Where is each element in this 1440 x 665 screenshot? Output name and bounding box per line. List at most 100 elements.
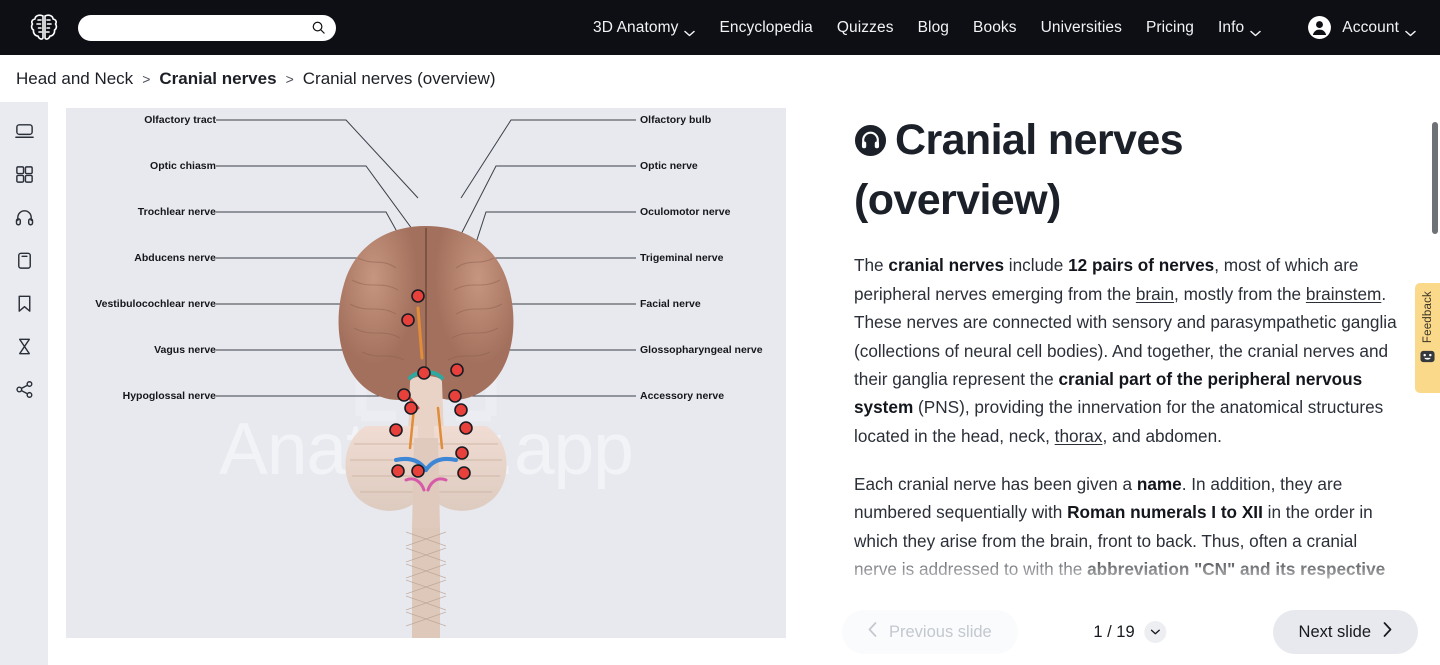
label-vestibulocochlear-nerve[interactable]: Vestibulocochlear nerve (95, 298, 216, 310)
nav-label: Pricing (1145, 18, 1195, 36)
chevron-down-icon (684, 24, 696, 37)
nav-item-books[interactable]: Books (973, 19, 1017, 37)
emphasis-text: 12 pairs of nerves (1068, 255, 1215, 276)
label-trigeminal-nerve[interactable]: Trigeminal nerve (640, 252, 724, 264)
watermark-text: Anatomy.app (219, 409, 634, 490)
account-label: Account (1342, 18, 1399, 36)
nav-label: Books (973, 18, 1017, 36)
nav-item-universities[interactable]: Universities (1041, 19, 1122, 37)
nav-item-3d-anatomy[interactable]: 3D Anatomy (593, 18, 696, 37)
label-vagus-nerve[interactable]: Vagus nerve (154, 344, 216, 356)
bookmark-icon[interactable] (8, 289, 40, 317)
slide-list-chevron-down-icon[interactable] (1144, 621, 1167, 643)
avatar (1307, 15, 1332, 40)
label-optic-chiasm[interactable]: Optic chiasm (150, 160, 216, 172)
label-olfactory-bulb[interactable]: Olfactory bulb (640, 114, 712, 126)
label-facial-nerve[interactable]: Facial nerve (640, 298, 701, 310)
slide-counter: 1 / 19 (1093, 621, 1167, 643)
body-text: , and abdomen. (1102, 425, 1222, 446)
nav-item-blog[interactable]: Blog (918, 19, 949, 37)
breadcrumb-item-current: Cranial nerves (overview) (302, 68, 496, 88)
slide-counter-text: 1 / 19 (1093, 622, 1135, 641)
breadcrumb-separator: > (142, 70, 151, 87)
emphasis-text: abbreviation "CN" and its respective (1087, 559, 1386, 580)
body-text: . In addition, they are numbered sequent… (854, 474, 1343, 523)
page-body: Anatomy.app (0, 102, 1440, 665)
emphasis-text: name (1136, 474, 1182, 494)
body-text: The (854, 255, 889, 276)
feedback-tab[interactable]: Feedback (1415, 283, 1440, 393)
body-text: (PNS), providing the innervation for the… (854, 397, 1384, 446)
anatomy-illustration[interactable]: Anatomy.app (66, 108, 786, 638)
breadcrumb-separator: > (285, 70, 294, 87)
body-text: Each cranial nerve has been given a (854, 474, 1137, 494)
body-text: , mostly from the (1174, 283, 1306, 304)
slideshow-icon[interactable] (8, 117, 40, 145)
emphasis-text: Roman numerals I to XII (1067, 502, 1263, 523)
brain-logo[interactable] (24, 8, 64, 48)
chevron-down-icon (1405, 24, 1416, 37)
watermark-logo (321, 288, 531, 438)
top-navigation-bar: 3D Anatomy Encyclopedia Quizzes Blog Boo… (0, 0, 1440, 55)
label-leader-lines (216, 119, 636, 397)
chevron-left-icon (868, 622, 877, 642)
next-slide-label: Next slide (1298, 622, 1371, 641)
main-nav-links: 3D Anatomy Encyclopedia Quizzes Blog Boo… (593, 15, 1416, 40)
next-slide-button[interactable]: Next slide (1272, 610, 1418, 654)
body-text: . These nerves are connected with sensor… (854, 283, 1397, 389)
brain-figure (338, 226, 514, 638)
emphasis-text: cranial nerves (888, 255, 1005, 276)
label-accessory-nerve[interactable]: Accessory nerve (640, 390, 725, 402)
previous-slide-button[interactable]: Previous slide (842, 610, 1018, 654)
article-paragraph-1: The cranial nerves include 12 pairs of n… (854, 251, 1400, 450)
article-column: Cranial nerves (overview) The cranial ne… (820, 102, 1440, 665)
inline-link[interactable]: thorax (1054, 425, 1103, 446)
nav-item-info[interactable]: Info (1218, 18, 1262, 37)
article-paragraph-2: Each cranial nerve has been given a name… (854, 470, 1400, 584)
breadcrumb: Head and Neck > Cranial nerves > Cranial… (0, 55, 1440, 102)
page-title-text: Cranial nerves (overview) (854, 116, 1184, 225)
label-olfactory-tract[interactable]: Olfactory tract (144, 114, 216, 126)
feedback-label: Feedback (1421, 291, 1434, 344)
nav-label: Info (1218, 18, 1245, 36)
nav-label: 3D Anatomy (593, 18, 679, 36)
label-trochlear-nerve[interactable]: Trochlear nerve (137, 206, 216, 218)
page-scrollbar-thumb[interactable] (1432, 122, 1438, 234)
account-menu[interactable]: Account (1307, 15, 1416, 40)
headphones-icon[interactable] (8, 203, 40, 231)
body-text: , most of which are peripheral nerves em… (854, 255, 1359, 304)
label-hypoglossal-nerve[interactable]: Hypoglossal nerve (122, 390, 216, 402)
search-icon[interactable] (311, 20, 326, 35)
grid-icon[interactable] (8, 160, 40, 188)
tool-rail (0, 102, 48, 665)
label-optic-nerve[interactable]: Optic nerve (640, 160, 698, 172)
search-input[interactable] (92, 20, 311, 35)
chevron-right-icon (1383, 622, 1392, 642)
share-icon[interactable] (8, 375, 40, 403)
smiley-face-icon (1420, 349, 1435, 369)
inline-link[interactable]: brain (1135, 283, 1175, 304)
nav-label: Quizzes (836, 18, 894, 36)
nav-item-quizzes[interactable]: Quizzes (837, 19, 894, 37)
illustration-column: Anatomy.app (48, 102, 820, 665)
breadcrumb-item-cranial-nerves[interactable]: Cranial nerves (159, 68, 277, 88)
hourglass-icon[interactable] (8, 332, 40, 360)
label-oculomotor-nerve[interactable]: Oculomotor nerve (640, 206, 731, 218)
nav-item-encyclopedia[interactable]: Encyclopedia (719, 19, 812, 37)
headphones-circle-icon[interactable] (854, 115, 887, 172)
previous-slide-label: Previous slide (889, 622, 992, 641)
body-text: include (1004, 255, 1069, 276)
search-bar[interactable] (78, 14, 336, 41)
clipboard-icon[interactable] (8, 246, 40, 274)
page-title: Cranial nerves (overview) (854, 112, 1400, 229)
inline-link[interactable]: brainstem (1305, 283, 1382, 304)
label-glossopharyngeal-nerve[interactable]: Glossopharyngeal nerve (640, 344, 763, 356)
emphasis-text: cranial part of the peripheral nervous s… (854, 368, 1363, 418)
breadcrumb-item-head-and-neck[interactable]: Head and Neck (16, 68, 134, 88)
account-label-group[interactable]: Account (1342, 19, 1416, 37)
nav-label: Encyclopedia (719, 18, 813, 36)
nav-label: Universities (1040, 18, 1122, 36)
nav-label: Blog (917, 18, 950, 36)
nav-item-pricing[interactable]: Pricing (1146, 19, 1194, 37)
label-abducens-nerve[interactable]: Abducens nerve (134, 252, 216, 264)
